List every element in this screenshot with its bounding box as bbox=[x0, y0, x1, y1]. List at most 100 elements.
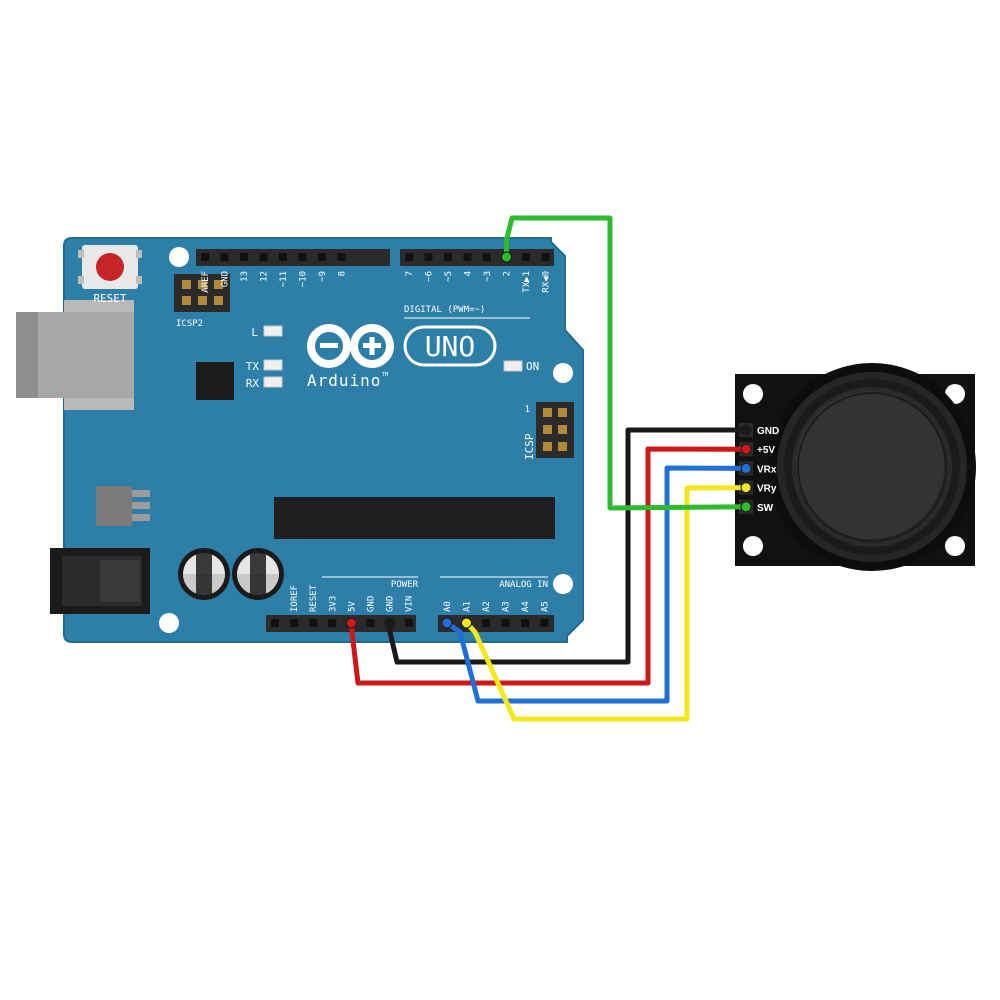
digital-header bbox=[196, 249, 554, 266]
pin-label: 5V bbox=[347, 601, 357, 612]
led-l bbox=[263, 325, 283, 337]
wire-5v-to-plus5v bbox=[348, 446, 749, 686]
header-pin[interactable] bbox=[298, 253, 307, 261]
header-pin[interactable] bbox=[318, 253, 326, 261]
wire-end bbox=[740, 443, 752, 455]
pin-label: A3 bbox=[502, 601, 512, 612]
wire-end bbox=[501, 251, 512, 263]
wire-end bbox=[441, 617, 453, 629]
pin-label: TX▶1 bbox=[522, 271, 532, 293]
led-rx bbox=[263, 376, 283, 388]
pin-dots bbox=[345, 251, 752, 629]
header-pin[interactable] bbox=[366, 619, 375, 627]
header-pin[interactable] bbox=[309, 619, 318, 627]
pin-label: A0 bbox=[443, 601, 453, 612]
pin-label: VIN bbox=[405, 596, 415, 612]
pin-label: 4 bbox=[464, 271, 474, 276]
joystick-knob-icon[interactable] bbox=[768, 363, 976, 571]
reset-button[interactable] bbox=[78, 245, 142, 289]
power-label: POWER bbox=[391, 580, 419, 590]
pin-label: GND bbox=[386, 596, 396, 612]
pin-label: 3V3 bbox=[328, 596, 338, 612]
power-jack bbox=[50, 548, 150, 614]
wire-end bbox=[461, 617, 472, 629]
voltage-regulator bbox=[96, 486, 150, 526]
pin-label: 13 bbox=[240, 271, 250, 282]
capacitor bbox=[232, 548, 284, 600]
pin-label: ~10 bbox=[299, 271, 309, 287]
pin-label: RX◀0 bbox=[542, 271, 552, 293]
digital-label: DIGITAL (PWM=~) bbox=[404, 305, 485, 315]
header-pin[interactable] bbox=[405, 253, 413, 261]
mounting-hole bbox=[743, 384, 763, 404]
joystick-pin-label: +5V bbox=[757, 445, 775, 456]
header-pin[interactable] bbox=[482, 619, 490, 627]
header-pin[interactable] bbox=[328, 619, 337, 627]
pin-label: A4 bbox=[521, 601, 531, 612]
analog-label: ANALOG IN bbox=[499, 580, 548, 590]
header-pin[interactable] bbox=[404, 619, 413, 627]
wire-end bbox=[740, 501, 752, 513]
wire-end bbox=[740, 462, 752, 474]
wire-end bbox=[345, 617, 357, 629]
led-tx-label: TX bbox=[246, 360, 260, 373]
pin-label: ~6 bbox=[425, 271, 435, 282]
joystick-pin-label: SW bbox=[757, 503, 774, 514]
arduino-tm: TM bbox=[382, 372, 388, 378]
wire-a0-to-vrx bbox=[444, 465, 749, 704]
pin-label: A5 bbox=[541, 601, 551, 612]
arduino-name: Arduino bbox=[307, 371, 381, 390]
led-rx-label: RX bbox=[246, 377, 260, 390]
pin-label: 2 bbox=[503, 271, 513, 276]
wire-end bbox=[740, 424, 752, 436]
wire-end bbox=[384, 617, 396, 629]
header-pin[interactable] bbox=[290, 619, 299, 627]
pin-label: RESET bbox=[309, 584, 319, 612]
wire-end bbox=[740, 482, 752, 494]
led-on-label: ON bbox=[526, 360, 539, 373]
mounting-hole bbox=[743, 536, 763, 556]
reset-label: RESET bbox=[93, 292, 126, 305]
header-pin[interactable] bbox=[501, 619, 510, 627]
wire-a1-to-vry bbox=[464, 485, 749, 722]
header-pin[interactable] bbox=[483, 253, 491, 261]
wires bbox=[348, 215, 749, 722]
pin-label: ~11 bbox=[279, 271, 289, 287]
pcb bbox=[63, 237, 584, 643]
mounting-hole bbox=[159, 613, 179, 633]
pin-label: ~5 bbox=[444, 271, 454, 282]
microcontroller-chip bbox=[274, 497, 555, 539]
header-pin[interactable] bbox=[279, 253, 287, 261]
header-pin[interactable] bbox=[541, 253, 550, 261]
pin-label: GND bbox=[221, 271, 231, 287]
pin-label: IOREF bbox=[290, 585, 300, 612]
header-pin[interactable] bbox=[444, 253, 452, 261]
pin-label: A2 bbox=[482, 601, 492, 612]
pin-label: A1 bbox=[463, 601, 473, 612]
arduino-uno-board: RESET ICSP2 L TX RX ON bbox=[16, 237, 584, 643]
header-pin[interactable] bbox=[540, 619, 549, 627]
mounting-hole bbox=[945, 536, 965, 556]
pin-label: AREF bbox=[201, 271, 211, 293]
header-pin[interactable] bbox=[424, 253, 433, 261]
uno-label: UNO bbox=[425, 330, 476, 363]
header-pin[interactable] bbox=[201, 253, 209, 261]
header-pin[interactable] bbox=[463, 253, 472, 261]
header-pin[interactable] bbox=[259, 253, 268, 261]
pin-label: ~9 bbox=[318, 271, 328, 282]
header-pin[interactable] bbox=[521, 619, 529, 627]
arduino-logo-icon bbox=[307, 324, 394, 368]
header-pin[interactable] bbox=[337, 253, 346, 261]
header-pin[interactable] bbox=[522, 253, 530, 261]
header-pin[interactable] bbox=[220, 253, 229, 261]
icsp-pin1-label: 1 bbox=[525, 405, 530, 415]
usb-chip bbox=[196, 362, 234, 400]
pin-label: GND bbox=[367, 596, 377, 612]
joystick-pin-label: VRy bbox=[757, 484, 777, 495]
header-pin[interactable] bbox=[240, 253, 248, 261]
joystick-pin-label: VRx bbox=[757, 464, 777, 475]
header-pin[interactable] bbox=[271, 619, 279, 627]
